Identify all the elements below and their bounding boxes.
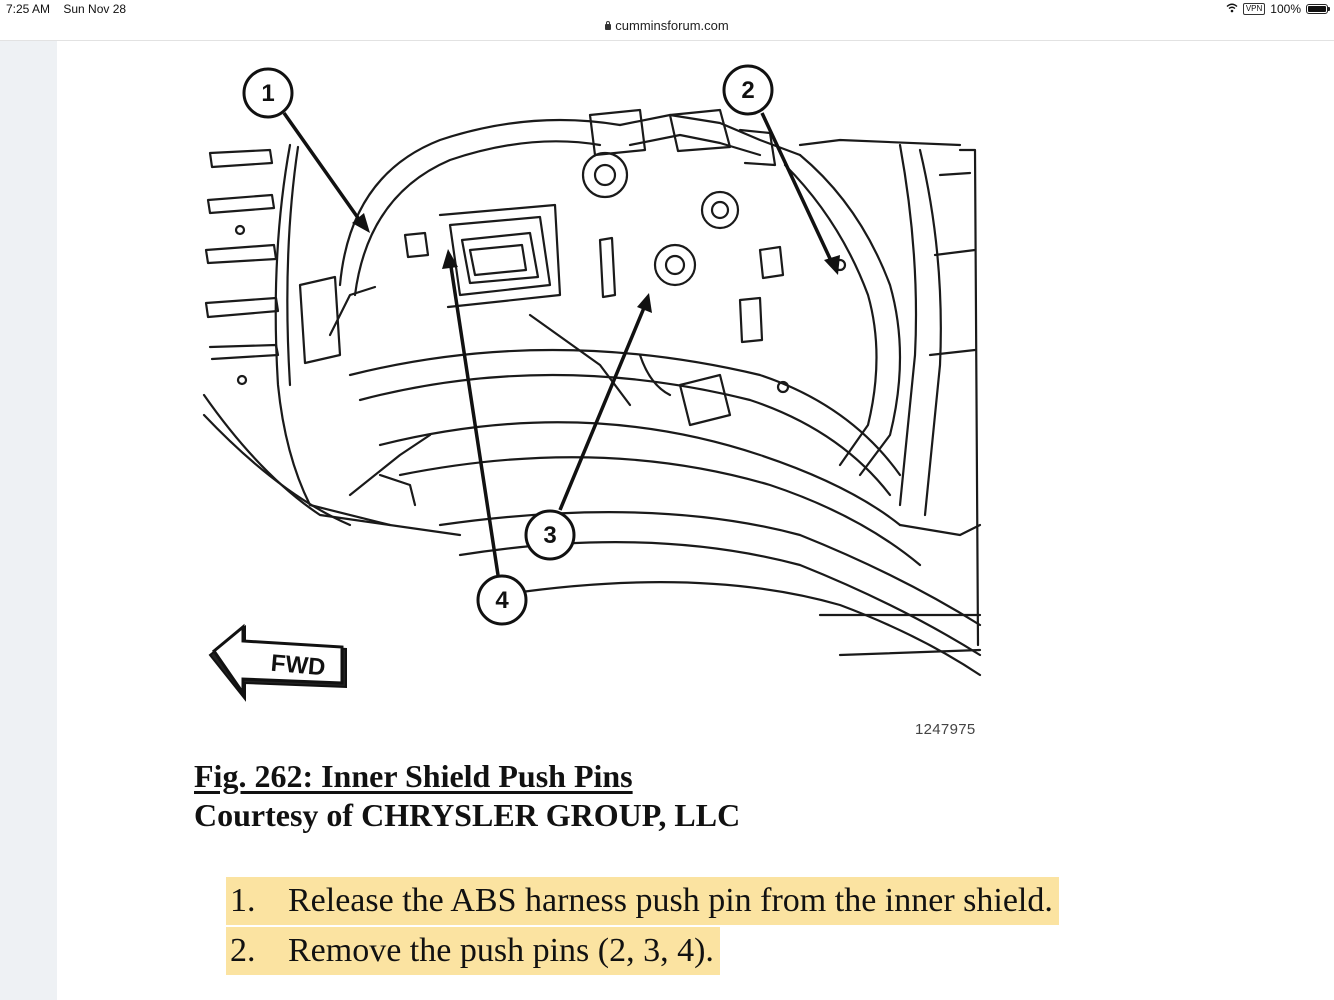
svg-text:2: 2 — [741, 77, 754, 104]
callout-leaders — [282, 111, 840, 576]
callout-4: 4 — [476, 574, 528, 626]
address-bar[interactable]: cumminsforum.com — [0, 18, 1334, 33]
svg-text:3: 3 — [543, 522, 556, 549]
step-item-2: 2. Remove the push pins (2, 3, 4). — [226, 927, 720, 975]
left-gutter — [0, 41, 57, 1000]
battery-icon — [1306, 4, 1330, 14]
fwd-label: FWD — [270, 650, 327, 682]
wifi-icon — [1226, 3, 1238, 16]
callout-2: 2 — [722, 64, 774, 116]
status-date: Sun Nov 28 — [63, 2, 127, 16]
fwd-arrow: FWD — [208, 623, 347, 702]
status-left: 7:25 AM Sun Nov 28 — [6, 2, 136, 16]
step-text: Release the ABS harness push pin from th… — [288, 882, 1053, 919]
svg-text:4: 4 — [495, 587, 509, 614]
svg-text:1: 1 — [261, 80, 274, 107]
figure-number: 1247975 — [915, 721, 976, 738]
step-number: 2. — [230, 932, 256, 969]
vpn-badge: VPN — [1242, 3, 1266, 15]
url-text: cumminsforum.com — [615, 18, 729, 33]
step-number: 1. — [230, 882, 256, 919]
inner-shield-diagram: 1 2 3 4 FWD — [202, 64, 982, 702]
document-page — [57, 41, 1334, 1000]
diagram-linework — [202, 108, 982, 677]
step-text: Remove the push pins (2, 3, 4). — [288, 932, 714, 969]
callout-1: 1 — [242, 67, 294, 119]
step-item-1: 1. Release the ABS harness push pin from … — [226, 877, 1059, 925]
callout-3: 3 — [524, 509, 576, 561]
status-right: VPN 100% — [1226, 2, 1330, 16]
status-bar: 7:25 AM Sun Nov 28 cumminsforum.com VPN … — [0, 0, 1334, 41]
figure-courtesy: Courtesy of CHRYSLER GROUP, LLC — [194, 797, 741, 833]
callout-badges: 1 2 3 4 — [242, 64, 774, 626]
figure-title: Fig. 262: Inner Shield Push Pins — [194, 758, 633, 794]
lock-icon — [605, 21, 612, 30]
status-time: 7:25 AM — [6, 2, 51, 16]
battery-percent: 100% — [1270, 2, 1301, 16]
